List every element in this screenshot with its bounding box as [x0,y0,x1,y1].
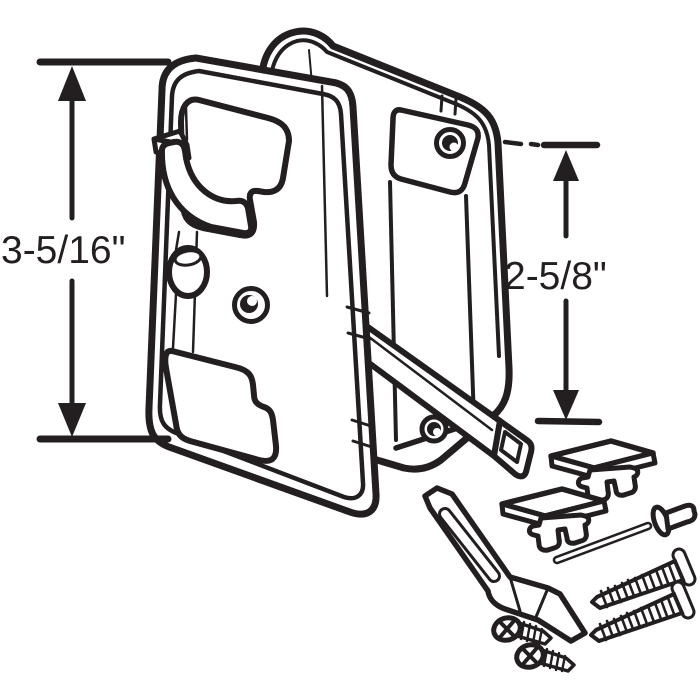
screw-boss-highlight [247,296,257,306]
keeper-bracket-slot [441,510,498,580]
recess-step-line [320,84,329,298]
right-dimension-label: 2-5/8" [504,255,607,298]
back-mounting-plate [258,27,513,473]
left-dim-arrow-up [58,66,86,101]
keeper-bracket [422,485,588,644]
screw-hole-top-highlight [449,142,459,152]
lower-pull-pocket [162,347,280,464]
snap-clip-2 [502,489,606,550]
recess-side-lines [388,180,476,442]
left-dimension-callout: 3-5/16" [1,58,172,443]
right-dim-arrow-down [553,390,579,420]
latch-release-lever [158,138,255,237]
right-dimension-callout: 2-5/8" [502,139,607,426]
left-dim-arrow-down [58,403,86,437]
keeper-recess-panel [388,107,481,196]
arm-slot-marks [345,305,377,450]
pan-head-screw-2 [514,641,574,671]
screw-hole-bottom-highlight [433,428,441,436]
keeper-bracket-body [422,485,588,644]
keeper-tab-slot [439,94,458,116]
left-rail-lines [171,106,199,354]
rivet-shaft [555,524,650,562]
rivet-head [663,502,698,532]
front-handle-housing [145,54,380,518]
right-dim-arrow-up [553,150,579,181]
back-plate-inner-line [268,38,501,358]
right-dim-dash-line [502,139,541,148]
hardware-parts [422,441,698,671]
housing-inner-rim [157,68,366,501]
left-dimension-label: 3-5/16" [1,229,125,272]
keeper-bracket-fold-lines [508,575,550,619]
right-dim-bottom-tick [534,417,603,426]
thumb-button-top [173,249,203,267]
latch-arm-hook-opening [499,430,523,464]
rivet-pin [552,502,698,565]
